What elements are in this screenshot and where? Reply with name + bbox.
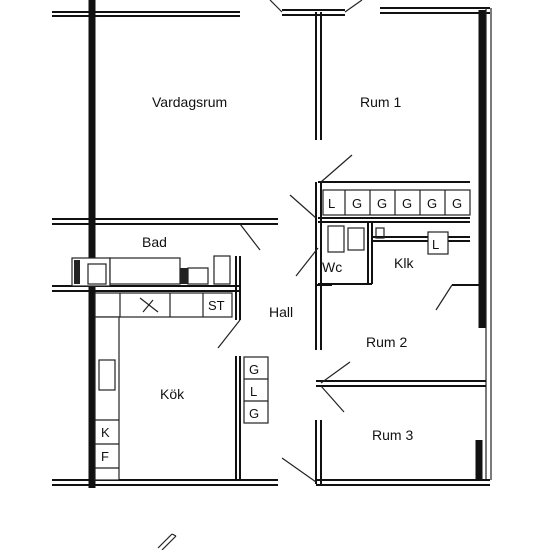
kitchen-right-label-3: G bbox=[249, 406, 259, 421]
north-arrow bbox=[157, 533, 177, 550]
room-wc: Wc bbox=[322, 259, 342, 275]
kitchen-counter: ST bbox=[94, 292, 233, 318]
kitchen-left-label-f: F bbox=[101, 449, 109, 464]
wc-toilet bbox=[327, 225, 365, 253]
wardrobe-label-5: G bbox=[427, 196, 437, 211]
wardrobe-label-1: L bbox=[328, 196, 335, 211]
room-klk: Klk bbox=[394, 255, 414, 271]
doors bbox=[217, 0, 453, 483]
kitchen-right-label-1: G bbox=[249, 362, 259, 377]
room-rum3: Rum 3 bbox=[372, 427, 413, 443]
room-rum1: Rum 1 bbox=[360, 94, 401, 110]
walls bbox=[52, 0, 492, 488]
kitchen-right-label-2: L bbox=[250, 384, 257, 399]
wardrobe-label-4: G bbox=[402, 196, 412, 211]
room-vardagsrum: Vardagsrum bbox=[152, 94, 227, 110]
room-rum2: Rum 2 bbox=[366, 334, 407, 350]
wardrobe-label-6: G bbox=[452, 196, 462, 211]
kitchen-left-column: K F bbox=[94, 316, 120, 481]
wardrobe-label-3: G bbox=[377, 196, 387, 211]
kitchen-left-label-k: K bbox=[101, 425, 110, 440]
bathroom-fixtures bbox=[71, 255, 231, 287]
room-bad: Bad bbox=[142, 234, 167, 250]
kitchen-right-column: G L G bbox=[243, 356, 269, 424]
kitchen-counter-label: ST bbox=[208, 298, 225, 313]
klk-unit: L bbox=[375, 227, 449, 255]
wardrobe-label-2: G bbox=[352, 196, 362, 211]
wardrobe-row: L G G G G G bbox=[322, 189, 471, 216]
room-hall: Hall bbox=[269, 304, 293, 320]
room-kok: Kök bbox=[160, 386, 185, 402]
klk-unit-label: L bbox=[432, 237, 439, 252]
